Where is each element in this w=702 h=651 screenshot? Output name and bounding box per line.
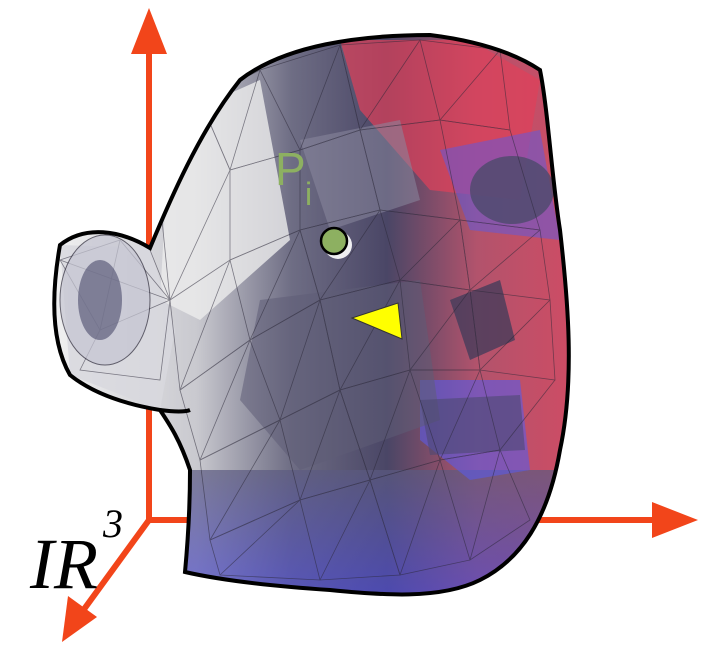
ear [60, 235, 150, 365]
head-mesh [40, 20, 600, 620]
jaw-line [160, 410, 190, 412]
eye-region [470, 156, 554, 224]
point-label: P [275, 143, 306, 195]
z-axis-arrowhead [131, 8, 167, 54]
x-axis-arrowhead [652, 502, 698, 538]
space-label: IR [29, 524, 98, 604]
vertex-point [321, 228, 347, 254]
point-subscript: i [305, 176, 312, 212]
space-exponent: 3 [102, 501, 123, 546]
